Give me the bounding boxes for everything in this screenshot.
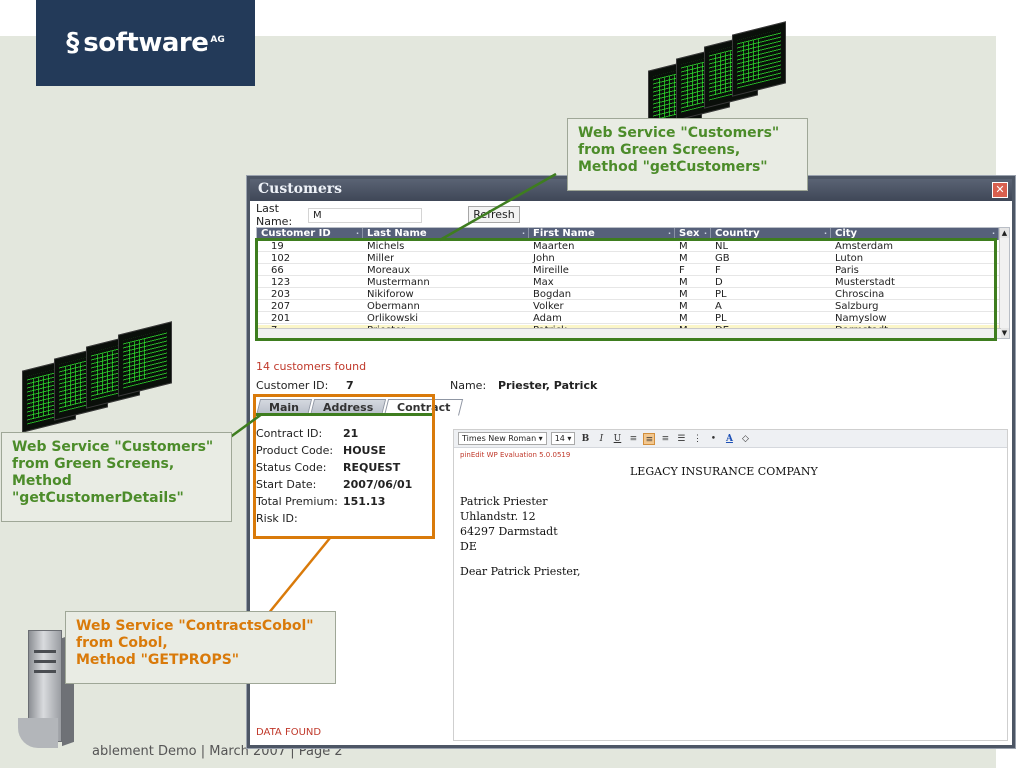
letter-editor[interactable]: Times New Roman ▾ 14 ▾ B I U ≡ ≡ ≡ ☰ ⋮ •… — [453, 429, 1008, 741]
scroll-down-icon[interactable]: ▼ — [1000, 328, 1009, 338]
bold-icon[interactable]: B — [581, 433, 590, 444]
font-family-select[interactable]: Times New Roman ▾ — [458, 432, 547, 445]
align-left-icon[interactable]: ≡ — [629, 433, 638, 444]
mainframe-server-icon — [18, 630, 76, 750]
align-center-icon[interactable]: ≡ — [643, 432, 656, 445]
logo-mark-icon: § — [66, 28, 80, 58]
editor-toolbar: Times New Roman ▾ 14 ▾ B I U ≡ ≡ ≡ ☰ ⋮ •… — [454, 430, 1007, 448]
scroll-up-icon[interactable]: ▲ — [1000, 228, 1009, 238]
table-row[interactable]: 207 Obermann Volker M A Salzburg — [257, 301, 1009, 312]
sort-icon: · — [991, 229, 995, 238]
column-header-country[interactable]: Country· — [711, 228, 831, 240]
detail-row: Total Premium:151.13 — [256, 495, 386, 508]
logo-suffix: AG — [210, 35, 225, 45]
customers-window: Customers ✕ Last Name: Refresh Customer … — [247, 176, 1015, 748]
letter-address: Patrick Priester Uhlandstr. 12 64297 Dar… — [460, 495, 558, 553]
detail-row: Start Date:2007/06/01 — [256, 478, 413, 491]
grid-header: Customer ID· Last Name· First Name· Sex·… — [257, 228, 1009, 240]
detail-row: Contract ID:21 — [256, 427, 359, 440]
column-header-first-name[interactable]: First Name· — [529, 228, 675, 240]
column-header-last-name[interactable]: Last Name· — [363, 228, 529, 240]
green-screen-terminals-left-icon — [22, 321, 192, 433]
contract-details: Contract ID:21 Product Code:HOUSE Status… — [256, 427, 446, 529]
font-size-select[interactable]: 14 ▾ — [550, 432, 576, 445]
tab-contract[interactable]: Contract — [384, 399, 464, 416]
logo-text: software — [83, 28, 209, 58]
letter-company-name: LEGACY INSURANCE COMPANY — [630, 465, 818, 478]
grid-horizontal-scrollbar[interactable] — [257, 328, 1001, 338]
last-name-input[interactable] — [308, 207, 422, 223]
detail-row: Status Code:REQUEST — [256, 461, 401, 474]
tab-address[interactable]: Address — [309, 399, 387, 416]
refresh-button[interactable]: Refresh — [468, 206, 520, 223]
detail-tabs: Main Address Contract — [255, 399, 464, 417]
sort-icon: · — [703, 229, 707, 238]
bullet-list-icon[interactable]: • — [710, 433, 717, 444]
detail-row: Product Code:HOUSE — [256, 444, 386, 457]
name-label: Name: — [450, 379, 487, 392]
tab-main[interactable]: Main — [255, 399, 313, 416]
evaluation-notice: pinEdit WP Evaluation 5.0.0519 — [460, 451, 571, 459]
numbered-list-icon[interactable]: ⋮ — [692, 433, 702, 444]
software-ag-logo: § software AG — [36, 0, 255, 86]
column-header-sex[interactable]: Sex· — [675, 228, 711, 240]
column-header-customer-id[interactable]: Customer ID· — [257, 228, 363, 240]
detail-row: Risk ID: — [256, 512, 298, 525]
sort-icon: · — [823, 229, 827, 238]
customer-id-value: 7 — [346, 379, 354, 392]
letter-greeting: Dear Patrick Priester, — [460, 565, 581, 578]
table-row[interactable]: 203 Nikiforow Bogdan M PL Chroscina — [257, 289, 1009, 300]
table-row[interactable]: 201 Orlikowski Adam M PL Namyslow — [257, 313, 1009, 324]
last-name-label: Last Name: — [256, 202, 293, 228]
close-icon[interactable]: ✕ — [992, 182, 1008, 198]
sort-icon: · — [355, 229, 359, 238]
name-value: Priester, Patrick — [498, 379, 598, 392]
font-color-icon[interactable]: A — [725, 433, 733, 444]
callout-get-props: Web Service "ContractsCobol" from Cobol,… — [65, 611, 336, 684]
table-row[interactable]: 102 Miller John M GB Luton — [257, 253, 1009, 264]
sort-icon: · — [521, 229, 525, 238]
column-header-city[interactable]: City· — [831, 228, 999, 240]
customer-id-label: Customer ID: — [256, 379, 329, 392]
table-row[interactable]: 19 Michels Maarten M NL Amsterdam — [257, 241, 1009, 252]
callout-get-customers: Web Service "Customers" from Green Scree… — [567, 118, 808, 191]
sort-icon: · — [667, 229, 671, 238]
table-row[interactable]: 66 Moreaux Mireille F F Paris — [257, 265, 1009, 276]
table-row[interactable]: 123 Mustermann Max M D Musterstadt — [257, 277, 1009, 288]
customers-found-count: 14 customers found — [256, 360, 367, 373]
highlight-color-icon[interactable]: ◇ — [741, 433, 749, 444]
data-found-status: DATA FOUND — [256, 727, 322, 738]
window-title: Customers — [258, 181, 342, 197]
search-row: Last Name: — [256, 202, 422, 228]
underline-icon[interactable]: U — [613, 433, 622, 444]
justify-icon[interactable]: ☰ — [677, 433, 686, 444]
callout-get-customer-details: Web Service "Customers" from Green Scree… — [1, 432, 232, 522]
align-right-icon[interactable]: ≡ — [661, 433, 670, 444]
customer-grid: Customer ID· Last Name· First Name· Sex·… — [256, 227, 1010, 339]
italic-icon[interactable]: I — [599, 433, 604, 444]
grid-vertical-scrollbar[interactable]: ▲ ▼ — [999, 228, 1009, 338]
